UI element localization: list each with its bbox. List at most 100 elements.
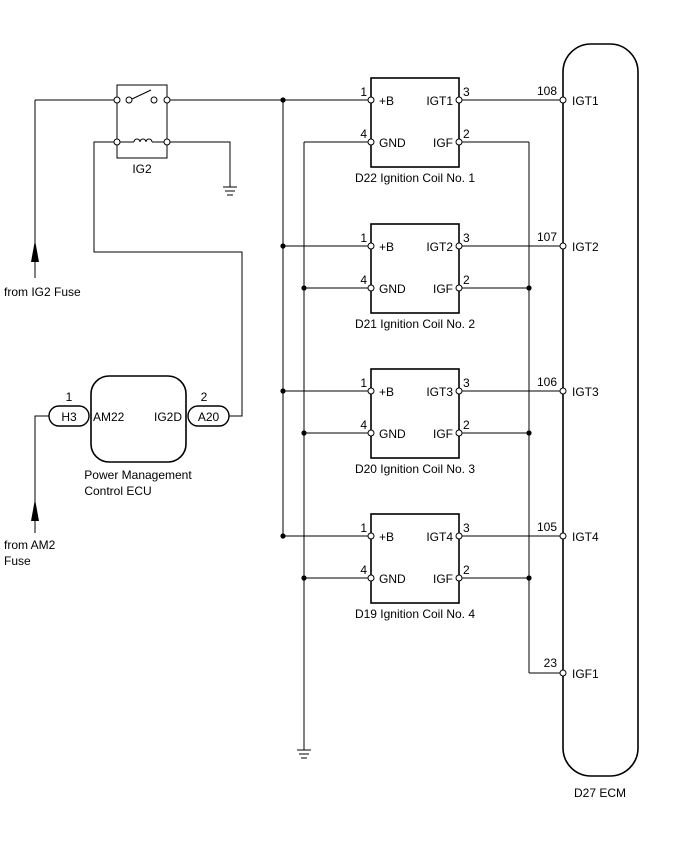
junction-dot xyxy=(526,285,532,291)
ig2-fuse-arrow-icon xyxy=(31,240,39,262)
coil-gnd-pin-number: 4 xyxy=(360,563,367,577)
relay-coil-icon xyxy=(133,138,153,143)
junction-dot xyxy=(301,430,307,436)
am2-fuse-label-line2: Fuse xyxy=(4,554,31,568)
coil-igt-terminal: IGT3 xyxy=(426,385,453,399)
coil-igt-terminal: IGT2 xyxy=(426,240,453,254)
ecm-box xyxy=(562,43,639,777)
coil-gnd-terminal: GND xyxy=(379,282,406,296)
pm-ecu-pin-left: 1 xyxy=(66,390,73,404)
junction-dot xyxy=(526,575,532,581)
pm-ecu-name-line2: Control ECU xyxy=(84,484,151,498)
coil-igt-pin-number: 3 xyxy=(463,376,470,390)
coil-igf-pin xyxy=(455,574,463,582)
junction-dot xyxy=(526,430,532,436)
relay-pin xyxy=(113,138,121,146)
ig2-relay xyxy=(113,84,171,159)
coil-igt-pin xyxy=(455,242,463,250)
coil-bplus-pin xyxy=(367,96,375,104)
coil-bplus-pin-number: 1 xyxy=(360,521,367,535)
coil-igt-pin xyxy=(455,387,463,395)
relay-pin xyxy=(150,96,158,104)
coil-2-box xyxy=(370,223,460,314)
pm-ecu-connector-right-label: A20 xyxy=(198,410,220,424)
ecm-igf1-pin-number: 23 xyxy=(544,656,558,670)
relay-pin xyxy=(163,138,171,146)
ig2d-wire xyxy=(93,141,243,417)
ecm-igt-pin-number: 106 xyxy=(537,375,557,389)
ig2-relay-box xyxy=(116,84,168,159)
relay-pin xyxy=(163,96,171,104)
coil-igt-terminal: IGT4 xyxy=(426,530,453,544)
pm-ecu-box xyxy=(90,375,187,463)
coil-igf-terminal: IGF xyxy=(433,282,453,296)
coil-igf-terminal: IGF xyxy=(433,136,453,150)
pm-ecu-connector-right xyxy=(187,405,230,427)
coil-bplus-pin xyxy=(367,242,375,250)
coil-igf-pin-number: 2 xyxy=(463,273,470,287)
coil-bplus-terminal: +B xyxy=(379,530,394,544)
relay-pin xyxy=(113,96,121,104)
ecm-igt-terminal: IGT4 xyxy=(572,530,599,544)
coil-bplus-pin-number: 1 xyxy=(360,231,367,245)
coil-igf-pin-number: 2 xyxy=(463,418,470,432)
coil-gnd-pin xyxy=(367,574,375,582)
coil-4-label: D19 Ignition Coil No. 4 xyxy=(355,607,475,621)
junction-dot xyxy=(280,388,286,394)
coil-igf-pin xyxy=(455,138,463,146)
coil-gnd-pin-number: 4 xyxy=(360,127,367,141)
ecm-igt-terminal: IGT1 xyxy=(572,94,599,108)
coil-gnd-pin-number: 4 xyxy=(360,273,367,287)
ig2-fuse-label: from IG2 Fuse xyxy=(4,285,81,299)
ecm-igf1-terminal: IGF1 xyxy=(572,667,599,681)
relay-ground-wire xyxy=(170,141,231,187)
coil-igf-pin-number: 2 xyxy=(463,127,470,141)
coil-gnd-pin xyxy=(367,138,375,146)
junction-dot xyxy=(301,285,307,291)
ecm-igt-pin xyxy=(559,532,567,540)
ecm-label: D27 ECM xyxy=(574,786,626,800)
coil-igf-terminal: IGF xyxy=(433,427,453,441)
ecm-igt-pin-number: 105 xyxy=(537,520,557,534)
coil-bplus-terminal: +B xyxy=(379,240,394,254)
pm-ecu-name-line1: Power Management xyxy=(84,468,192,482)
coil-bplus-terminal: +B xyxy=(379,94,394,108)
pm-ecu-terminal-ig2d: IG2D xyxy=(154,410,182,424)
ecm-igt-terminal: IGT3 xyxy=(572,385,599,399)
coil-bplus-pin-number: 1 xyxy=(360,376,367,390)
ecm-igt-pin-number: 108 xyxy=(537,84,557,98)
coil-gnd-terminal: GND xyxy=(379,427,406,441)
relay-pin xyxy=(125,96,133,104)
coil-gnd-pin xyxy=(367,284,375,292)
ground-icon xyxy=(297,749,311,759)
ecm-igf1-pin xyxy=(559,669,567,677)
ecm-igt-pin xyxy=(559,387,567,395)
coil-igt-pin-number: 3 xyxy=(463,521,470,535)
coil-2-label: D21 Ignition Coil No. 2 xyxy=(355,317,475,331)
ecm-igt-pin-number: 107 xyxy=(537,230,557,244)
junction-dot xyxy=(280,243,286,249)
coil-4-box xyxy=(370,513,460,604)
ecm-igt-pin xyxy=(559,242,567,250)
relay-label: IG2 xyxy=(132,162,152,176)
coil-1-box xyxy=(370,77,460,168)
coil-bplus-pin xyxy=(367,532,375,540)
am2-fuse-wire xyxy=(34,415,49,522)
ground-icon xyxy=(223,186,237,196)
coil-1-label: D22 Ignition Coil No. 1 xyxy=(355,171,475,185)
pm-ecu-connector-left-label: H3 xyxy=(61,410,77,424)
pm-ecu-pin-right: 2 xyxy=(201,390,208,404)
coil-igt-terminal: IGT1 xyxy=(426,94,453,108)
coil-igt-pin-number: 3 xyxy=(463,85,470,99)
coil-bplus-terminal: +B xyxy=(379,385,394,399)
junction-dot xyxy=(301,575,307,581)
coil-igf-pin xyxy=(455,284,463,292)
coil-igt-pin-number: 3 xyxy=(463,231,470,245)
coil-igf-pin xyxy=(455,429,463,437)
coil-3-label: D20 Ignition Coil No. 3 xyxy=(355,462,475,476)
ecm-igt-terminal: IGT2 xyxy=(572,240,599,254)
pm-ecu-terminal-am22: AM22 xyxy=(93,410,125,424)
am2-fuse-label-line1: from AM2 xyxy=(4,538,56,552)
coil-igf-terminal: IGF xyxy=(433,572,453,586)
